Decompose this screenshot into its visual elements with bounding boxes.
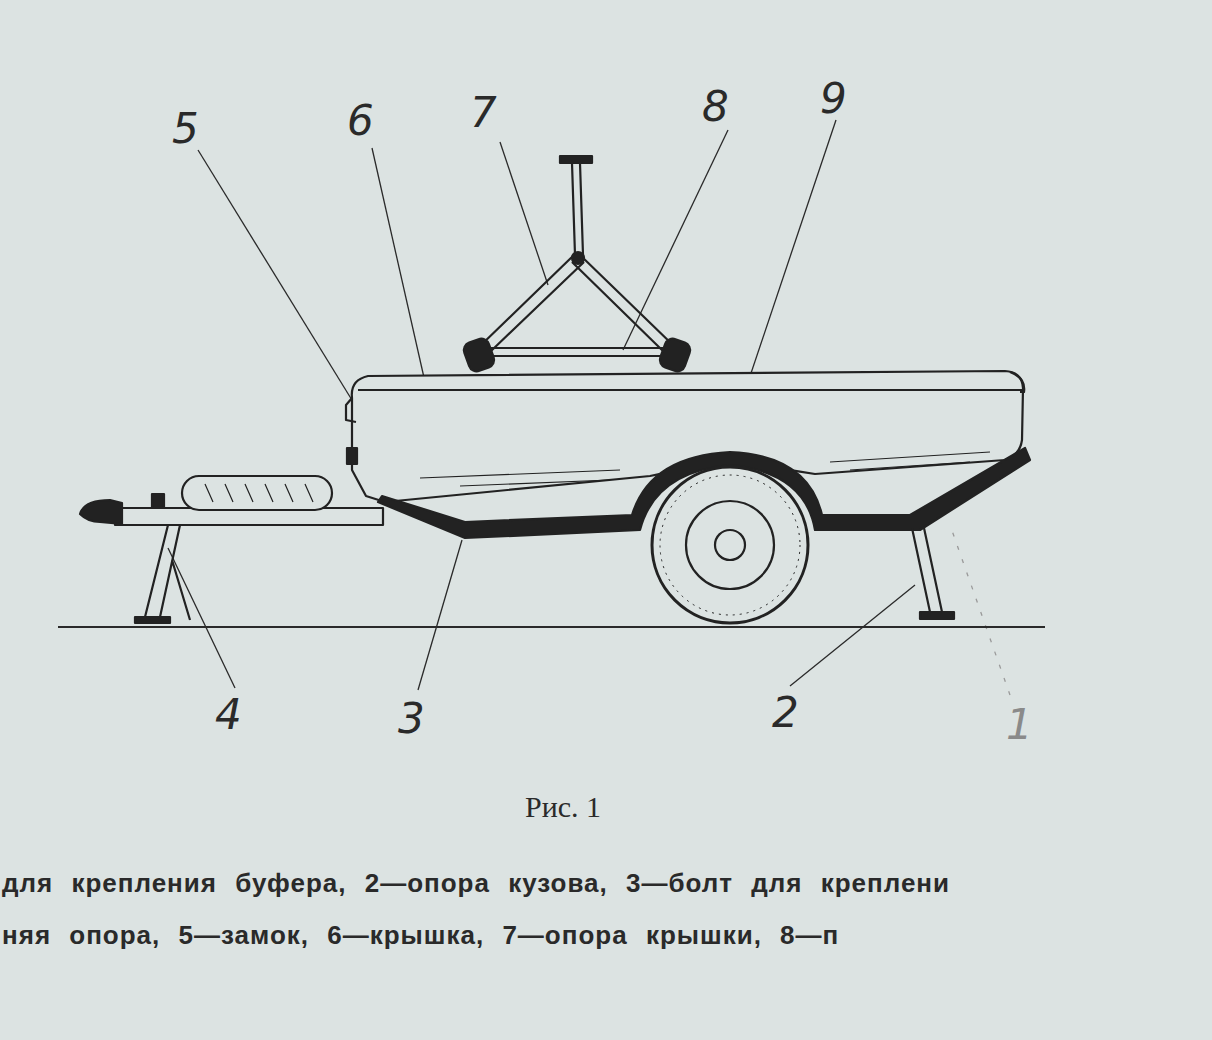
callout-number: 2 [772, 692, 799, 734]
legend-text: для крепления буфера, 2—опора кузова, 3—… [2, 870, 950, 896]
callout-number: 3 [398, 698, 425, 740]
callout-number: 7 [470, 92, 497, 134]
callout-number: 6 [347, 100, 374, 142]
callout-number: 9 [820, 78, 847, 120]
callout-number: 8 [702, 86, 729, 128]
trailer [80, 156, 1030, 623]
callout-number: 1 [1006, 704, 1033, 746]
figure-caption: Рис. 1 [525, 792, 601, 822]
callout-number: 5 [172, 108, 199, 150]
legend-text: няя опора, 5—замок, 6—крышка, 7—опора кр… [2, 922, 839, 948]
ground-line [58, 626, 1045, 628]
callout-number: 4 [215, 694, 242, 736]
